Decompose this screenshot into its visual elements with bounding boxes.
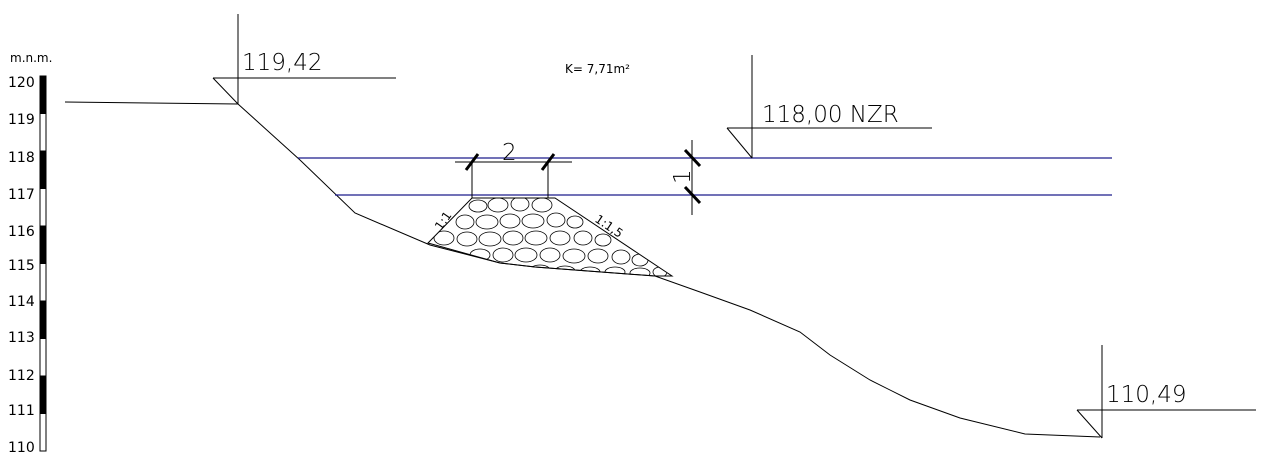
terrain-profile	[64, 101, 1101, 438]
height-dimension: 1	[670, 140, 702, 215]
scale-label-114: 114	[8, 294, 35, 310]
scale-label-119: 119	[8, 112, 35, 128]
scale-segment	[39, 225, 47, 264]
riprap-fill	[427, 197, 674, 277]
scale-label-118: 118	[8, 150, 35, 166]
scale-segment	[39, 413, 47, 452]
slope-left-label: 1:1	[432, 209, 455, 233]
scale-label-112: 112	[8, 368, 35, 384]
scale-label-117: 117	[8, 187, 35, 203]
scale-label-115: 115	[8, 258, 35, 274]
scale-label-111: 111	[8, 403, 35, 419]
scale-label-120: 120	[8, 75, 35, 91]
crest-width-label: 2	[502, 140, 517, 166]
scale-segment	[39, 375, 47, 414]
scale-segment	[39, 113, 47, 152]
scale-segment	[39, 338, 47, 377]
scale-bar	[39, 75, 47, 452]
scale-segment	[39, 75, 47, 114]
scale-unit-label: m.n.m.	[10, 51, 52, 65]
scale-label-116: 116	[8, 224, 35, 240]
scale-label-110: 110	[8, 440, 35, 456]
scale-label-113: 113	[8, 330, 35, 346]
scale-segment	[39, 300, 47, 339]
scale-segment	[39, 263, 47, 302]
scale-labels: 120 119 118 117 116 115 114 113 112 111 …	[8, 75, 35, 456]
riprap-stones	[433, 198, 668, 276]
elevation-marker-bottom: 110,49	[1076, 345, 1256, 439]
elevation-bottom-label: 110,49	[1106, 382, 1186, 408]
elevation-marker-top: 119,42	[212, 14, 396, 105]
elevation-scale: m.n.m. 120 119 118 117 116 115 114 113 1…	[8, 51, 52, 456]
height-label: 1	[670, 169, 696, 184]
elevation-water-label: 118,00 NZR	[762, 102, 899, 128]
crest-width-dimension: 2	[455, 140, 572, 198]
scale-segment	[39, 150, 47, 189]
elevation-top-label: 119,42	[242, 50, 322, 76]
scale-segment	[39, 188, 47, 227]
area-label: K= 7,71m²	[565, 62, 630, 76]
elevation-marker-water: 118,00 NZR	[726, 55, 932, 159]
